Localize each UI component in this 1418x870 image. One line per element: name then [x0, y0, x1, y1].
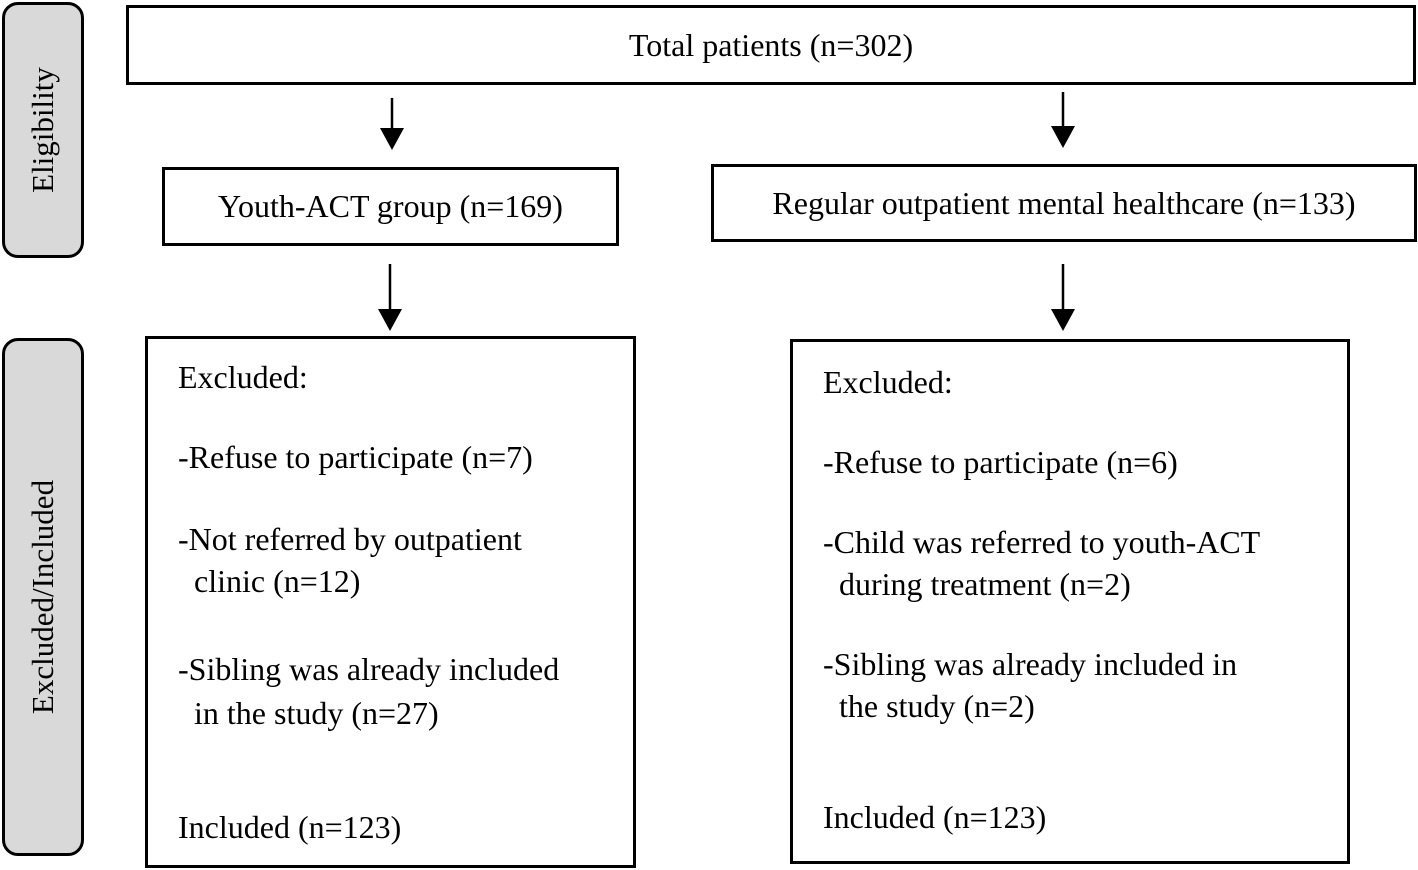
total-patients-box: Total patients (n=302) — [126, 5, 1416, 85]
right-sibling-item-line2: the study (n=2) — [839, 688, 1035, 724]
right-included-count: Included (n=123) — [823, 799, 1047, 835]
arrow-regular-care-to-excluded — [1051, 264, 1075, 331]
youth-act-group-text: Youth-ACT group (n=169) — [218, 188, 563, 224]
right-referred-item-line2: during treatment (n=2) — [839, 566, 1131, 602]
youth-act-exclusion-box: Excluded: -Refuse to participate (n=7) -… — [145, 336, 636, 868]
left-excluded-heading: Excluded: — [178, 359, 308, 395]
regular-care-group-box: Regular outpatient mental healthcare (n=… — [711, 164, 1417, 242]
youth-act-group-box: Youth-ACT group (n=169) — [162, 167, 619, 246]
right-sibling-item-line1: -Sibling was already included in — [823, 646, 1238, 682]
stage-label-eligibility: Eligibility — [2, 2, 84, 258]
right-excluded-heading: Excluded: — [823, 364, 953, 400]
left-not-referred-item-line1: -Not referred by outpatient — [178, 521, 522, 557]
regular-care-exclusion-box: Excluded: -Refuse to participate (n=6) -… — [790, 339, 1350, 864]
regular-care-group-text: Regular outpatient mental healthcare (n=… — [772, 184, 1356, 221]
left-included-count: Included (n=123) — [178, 809, 402, 845]
total-patients-text: Total patients (n=302) — [628, 26, 914, 63]
stage-label-excluded-included: Excluded/Included — [2, 338, 84, 856]
arrow-total-to-regular-care — [1051, 92, 1075, 148]
right-referred-item-line1: -Child was referred to youth-ACT — [823, 524, 1261, 560]
left-sibling-item-line1: -Sibling was already included — [178, 651, 560, 687]
arrow-youth-act-to-excluded — [378, 264, 402, 331]
left-refuse-item: -Refuse to participate (n=7) — [178, 439, 533, 475]
left-not-referred-item-line2: clinic (n=12) — [194, 563, 361, 599]
left-sibling-item-line2: in the study (n=27) — [194, 695, 439, 731]
right-refuse-item: -Refuse to participate (n=6) — [823, 444, 1178, 480]
arrow-total-to-youth-act — [380, 98, 404, 150]
